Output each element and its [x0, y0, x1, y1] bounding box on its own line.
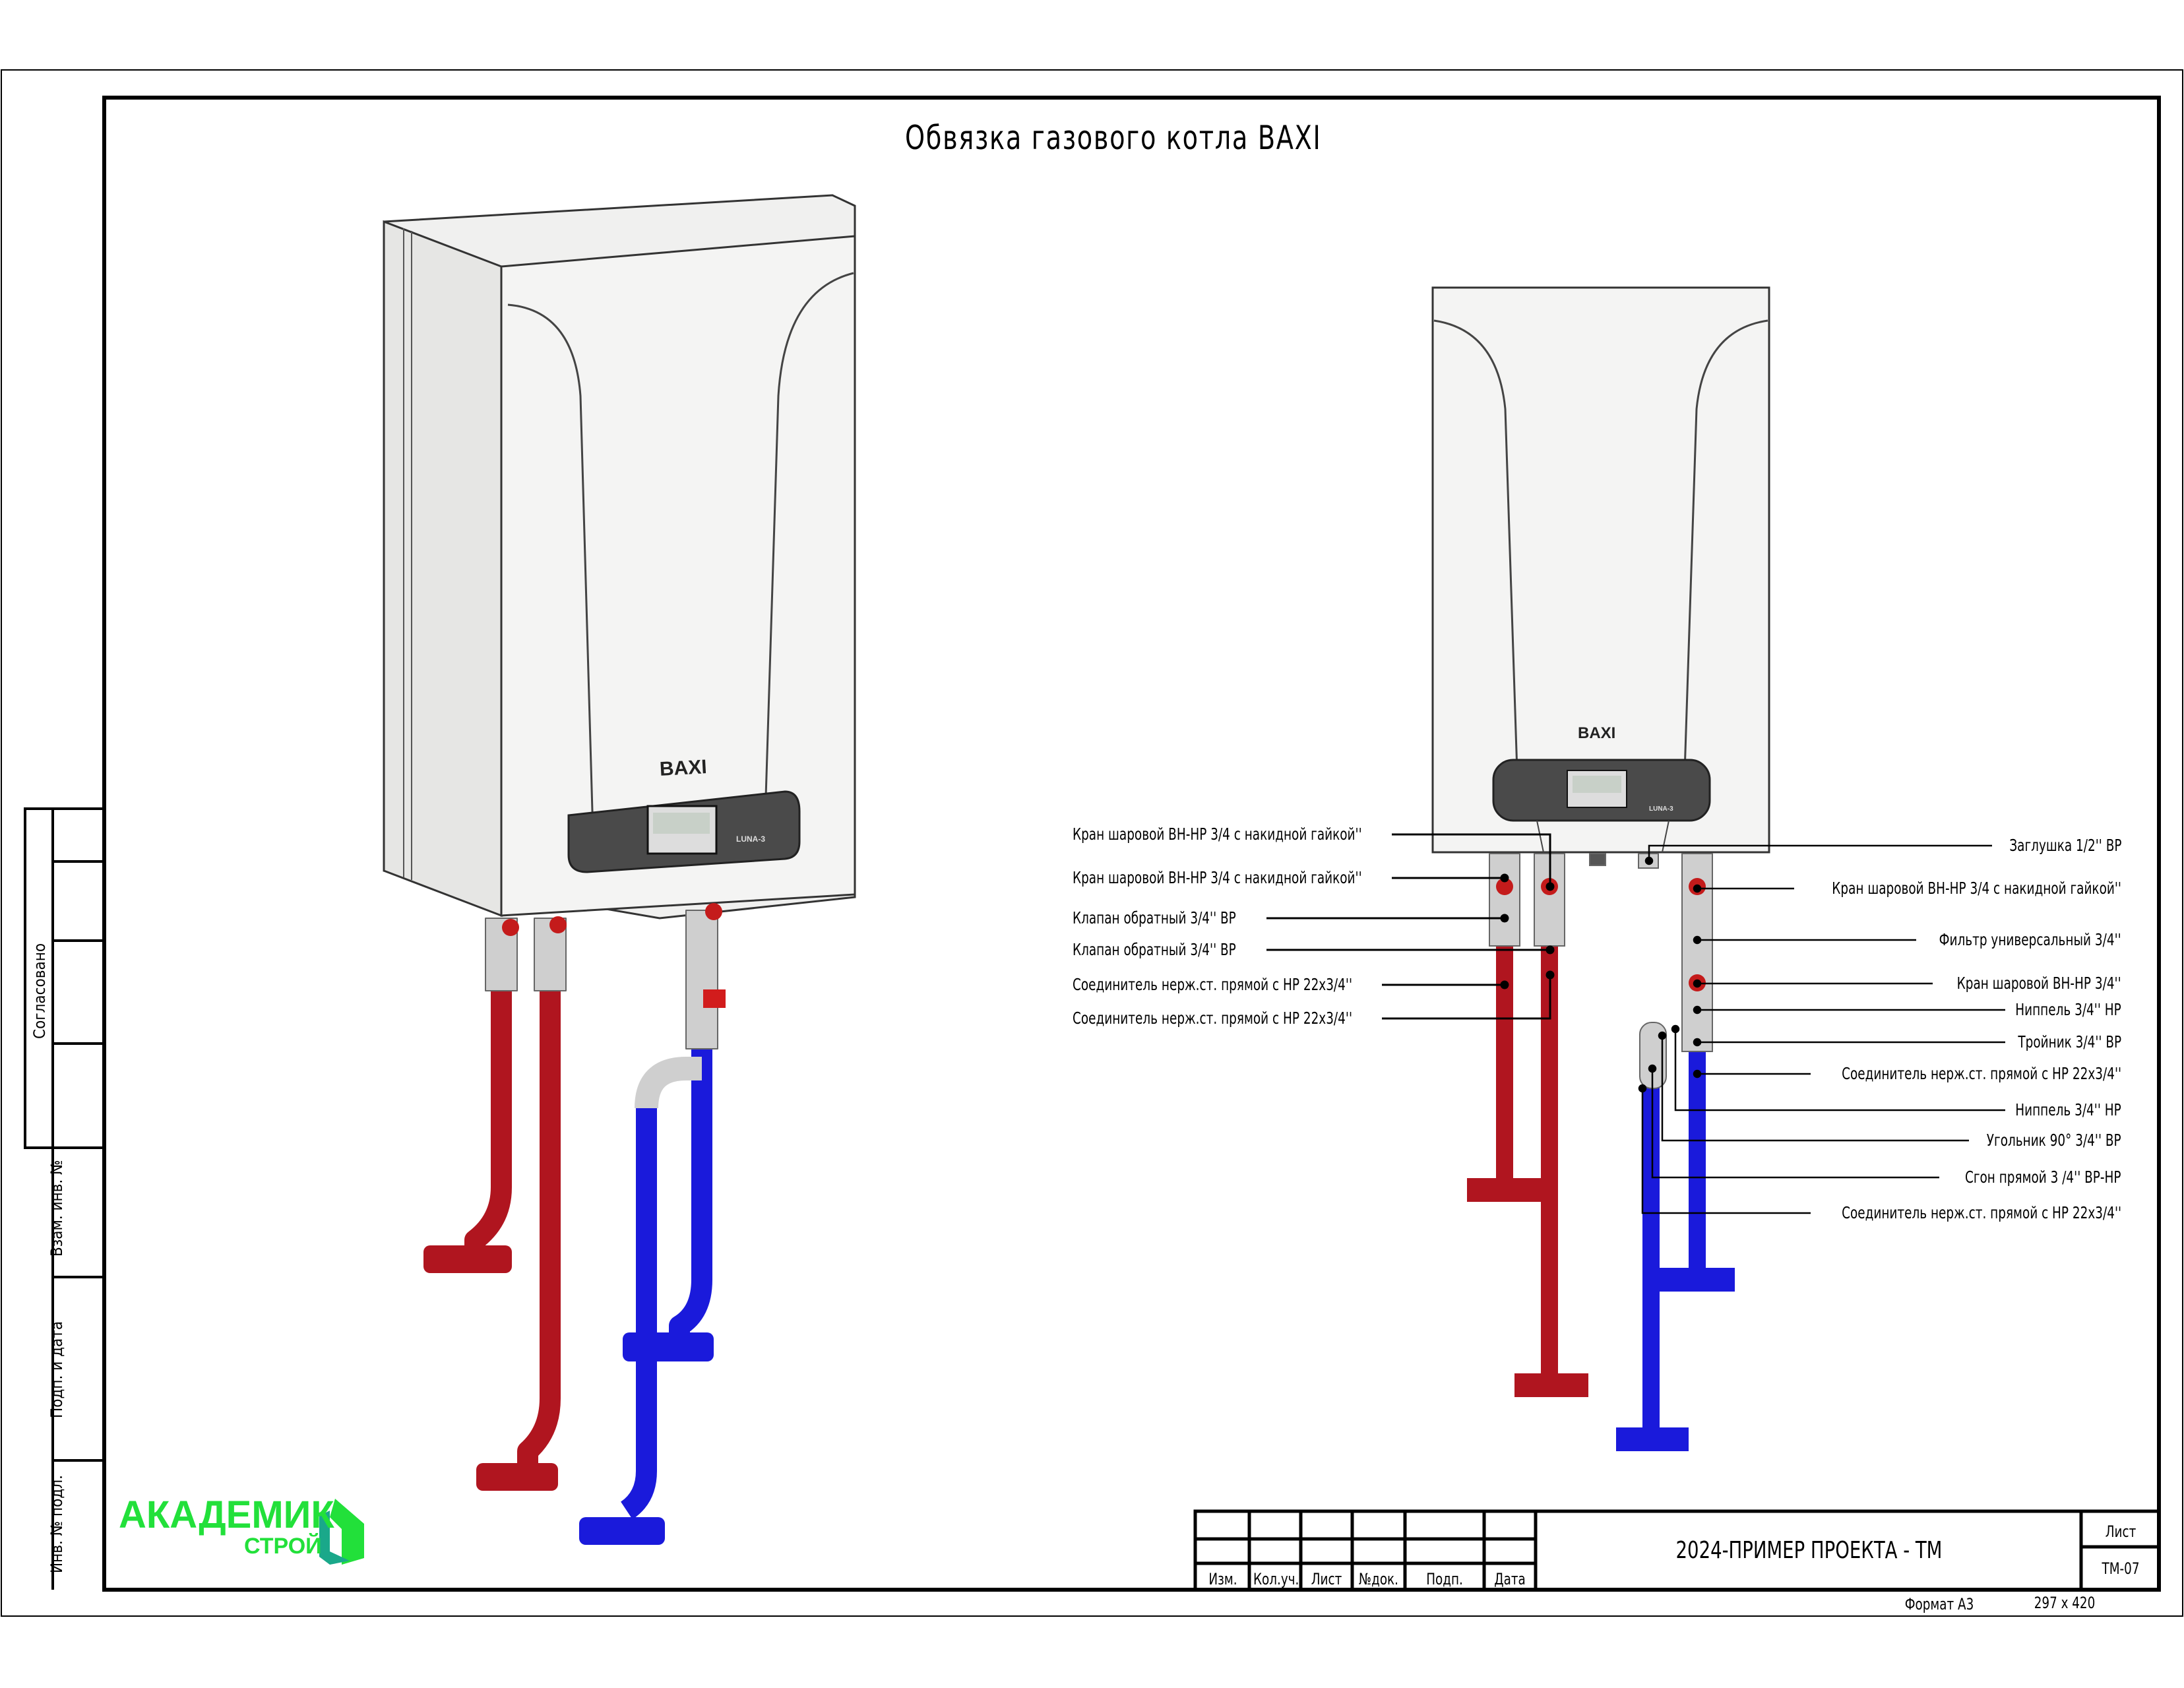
leader-lines-left: [1266, 833, 1555, 1020]
sheet-code: ТМ-07: [2102, 1559, 2140, 1578]
callout-label: Заглушка 1/2'' ВР: [2009, 836, 2121, 855]
stamp-vzam: Взам. инв. №: [47, 1160, 66, 1257]
project-code: 2024-ПРИМЕР ПРОЕКТА - ТМ: [1675, 1537, 1943, 1564]
format-label: Формат А3: [1904, 1595, 1974, 1613]
tb-header: Дата: [1494, 1570, 1526, 1588]
side-stamp: [24, 807, 106, 1590]
callout-label: Кран шаровой ВН-НР 3/4 с накидной гайкой…: [1073, 825, 1362, 844]
callout-label: Ниппель 3/4'' НР: [2015, 1000, 2121, 1019]
callout-label: Кран шаровой ВН-НР 3/4 с накидной гайкой…: [1073, 868, 1362, 887]
model-label-3d: LUNA-3: [736, 834, 765, 844]
stamp-agreed: Согласовано: [30, 943, 49, 1039]
leader-lines-right: [1638, 844, 2005, 1214]
stamp-podp: Подп. и дата: [47, 1321, 66, 1418]
callout-label: Соединитель нерж.ст. прямой с НР 22х3/4'…: [1841, 1203, 2121, 1222]
logo-house-icon: [319, 1499, 364, 1565]
page-title: Обвязка газового котла BAXI: [905, 119, 1322, 157]
outer-frame: [1, 69, 2183, 1617]
callout-label: Ниппель 3/4'' НР: [2015, 1100, 2121, 1119]
tb-header: №док.: [1359, 1570, 1398, 1588]
boiler-3d-pipes: [423, 903, 726, 1545]
tb-header: Кол.уч.: [1253, 1570, 1299, 1588]
tb-header: Лист: [1311, 1570, 1342, 1588]
logo-text: АКАДЕМИК: [119, 1493, 334, 1536]
model-label-front: LUNA-3: [1649, 805, 1673, 813]
callout-label: Угольник 90° 3/4'' ВР: [1987, 1131, 2121, 1150]
logo-subtext: СТРОЙ: [244, 1534, 322, 1559]
tb-header: Подп.: [1426, 1570, 1463, 1588]
format-size: 297 x 420: [2034, 1594, 2096, 1612]
boiler-3d: [383, 194, 856, 920]
sheet-label: Лист: [2105, 1522, 2137, 1541]
tb-header: Изм.: [1208, 1570, 1237, 1588]
title-block-grid: [1193, 1509, 2161, 1592]
callout-label: Соединитель нерж.ст. прямой с НР 22х3/4'…: [1073, 975, 1353, 994]
boiler-front: [1431, 286, 1770, 854]
boiler-front-pipes: [1467, 853, 1735, 1451]
brand-logo-front: BAXI: [1578, 724, 1616, 742]
callout-label: Соединитель нерж.ст. прямой с НР 22х3/4'…: [1841, 1064, 2121, 1083]
stamp-inv: Инв. № подл.: [47, 1475, 66, 1573]
brand-logo-3d: BAXI: [659, 756, 708, 780]
callout-label: Фильтр универсальный 3/4'': [1939, 930, 2121, 949]
callout-label: Сгон прямой 3 /4'' ВР-НР: [1965, 1168, 2121, 1187]
callout-label: Клапан обратный 3/4'' ВР: [1073, 908, 1236, 927]
callout-label: Кран шаровой ВН-НР 3/4'': [1956, 974, 2121, 993]
callout-label: Тройник 3/4'' ВР: [2018, 1032, 2121, 1051]
callout-label: Кран шаровой ВН-НР 3/4 с накидной гайкой…: [1832, 879, 2121, 898]
callout-label: Клапан обратный 3/4'' ВР: [1073, 940, 1236, 959]
callout-label: Соединитель нерж.ст. прямой с НР 22х3/4'…: [1073, 1009, 1353, 1028]
